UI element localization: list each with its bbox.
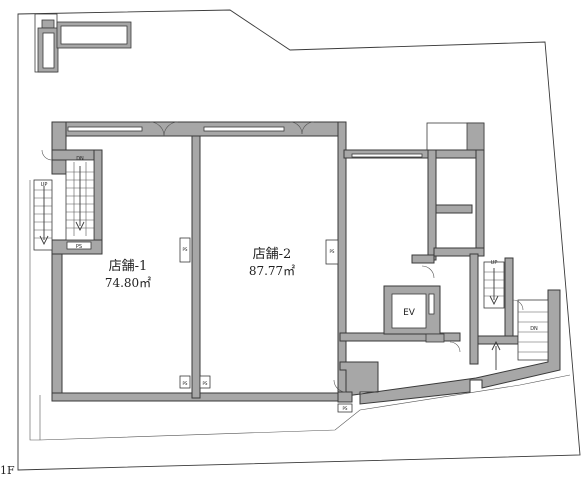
top-left-structure bbox=[34, 13, 132, 73]
stair-right-up-label: UP bbox=[491, 260, 498, 266]
ps-label-stair: PS bbox=[76, 244, 82, 250]
stair-down-label: DN bbox=[76, 156, 84, 162]
site-boundary bbox=[17, 9, 581, 471]
unit-1-area: 74.80㎡ bbox=[105, 276, 151, 290]
stair-right: UP DN bbox=[483, 260, 549, 370]
site-boundary-offset bbox=[39, 374, 571, 441]
pipe-shafts: PS PS PS PS PS bbox=[179, 237, 353, 413]
ps-label-4: PS bbox=[203, 381, 208, 386]
stair-down-left: DN PS bbox=[65, 156, 95, 250]
storefront-windows bbox=[67, 126, 423, 158]
site-inner-line bbox=[29, 180, 41, 441]
stair-up-left: UP bbox=[33, 179, 53, 251]
elevator-label: EV bbox=[403, 308, 416, 318]
ps-label-1: PS bbox=[183, 247, 188, 252]
unit-1-name: 店舗-1 bbox=[109, 259, 148, 274]
ps-label-3: PS bbox=[183, 381, 188, 386]
unit-2-name: 店舗-2 bbox=[253, 247, 292, 262]
elevator: EV bbox=[383, 285, 445, 343]
ps-label-2: PS bbox=[330, 249, 335, 254]
top-right-box bbox=[426, 122, 485, 154]
stair-up-label: UP bbox=[41, 182, 48, 188]
unit-2-area: 87.77㎡ bbox=[249, 264, 295, 278]
floor-label: 1F bbox=[0, 464, 15, 477]
ps-label-5: PS bbox=[343, 406, 348, 411]
door-swings bbox=[41, 121, 524, 393]
stair-right-down-label: DN bbox=[530, 326, 538, 332]
